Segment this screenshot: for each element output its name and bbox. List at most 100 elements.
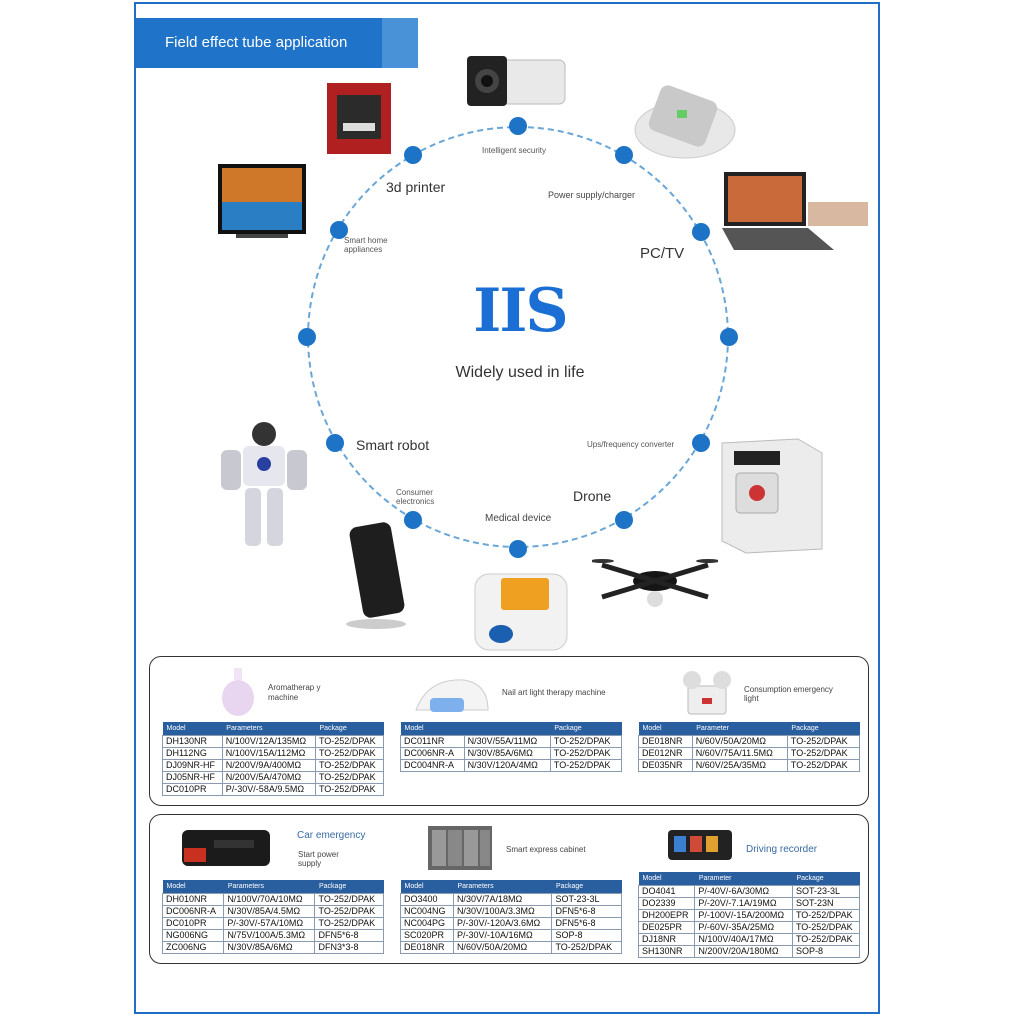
col-param: Parameters [453,880,552,894]
express-cabinet-icon [428,826,492,870]
cell: TO-252/DPAK [549,735,623,748]
page-title: Field effect tube application [165,34,348,51]
cell: SOP-8 [551,929,622,942]
cell: TO-252/DPAK [791,933,861,946]
recorder-label: Driving recorder [746,844,818,855]
cell: SOT-23N [791,897,861,910]
cell: N/30V/85A/4.5MΩ [223,905,316,918]
orbit-dot [404,511,422,529]
col-model: Model [162,880,224,894]
cell: DFN5*6-8 [551,905,622,918]
col-model: Model [400,722,465,736]
blood-pressure-monitor-icon [474,573,568,651]
col-param: Parameters [222,722,316,736]
cell: DE018NR [638,735,693,748]
cell: P/-100V/-15A/200MΩ [694,909,793,922]
cell: TO-252/DPAK [549,759,623,772]
cell: TO-252/DPAK [314,735,385,748]
cell: TO-252/DPAK [314,917,384,930]
emergency-light-label: Consumption emergency light [744,685,833,703]
cell: SOT-23-3L [551,893,622,906]
orbit-dot [692,434,710,452]
cell: DH112NG [162,747,223,760]
cell: TO-252/DPAK [786,747,861,760]
cell: N/60V/25A/35MΩ [691,759,788,772]
tv-icon [218,164,306,238]
cell: N/30V/120A/4MΩ [463,759,551,772]
cell: N/100V/12A/135MΩ [221,735,316,748]
center-subtitle: Widely used in life [455,364,585,381]
col-param [464,722,551,736]
orbit-dot [326,434,344,452]
aroma-label: Aromatherap y machine [268,683,321,702]
orbit-dot [509,117,527,135]
cell: P/-60V/-35A/25MΩ [694,921,793,934]
security-camera-icon [467,56,566,106]
cell: DFN5*6-8 [314,929,384,942]
col-package: Package [787,722,860,736]
cell: N/100V/70A/10MΩ [223,893,316,906]
cell: SOP-8 [791,945,861,958]
col-param: Parameters [223,880,315,894]
cell: P/-30V/-57A/10MΩ [223,917,316,930]
col-param: Parameter [692,722,788,736]
cell: N/30V/85A/6MΩ [463,747,551,760]
cell: N/200V/20A/180MΩ [694,945,793,958]
cell: N/30V/7A/18MΩ [452,893,553,906]
wireless-charger-icon [634,85,736,159]
cell: TO-252/DPAK [549,747,623,760]
cell: P/-30V/-58A/9.5MΩ [221,783,316,796]
orbit-dot [330,221,348,239]
cell: TO-252/DPAK [791,921,861,934]
driving-recorder-icon [668,830,732,860]
cabinet-label: Smart express cabinet [506,845,586,854]
cell: DH010NR [161,893,225,906]
col-param: Parameter [694,872,793,886]
header-banner: Field effect tube application [136,18,418,68]
3d-printer-icon [327,83,391,154]
col-model: Model [162,722,223,736]
orbit-dot [692,223,710,241]
cell: P/-20V/-7.1A/19MΩ [694,897,793,910]
cell: DJ18NR [637,933,696,946]
label-intelligent-security: Intelligent security [482,146,547,155]
cell: TO-252/DPAK [791,909,861,922]
cell: N/100V/15A/112MΩ [221,747,316,760]
cell: N/60V/50A/20MΩ [452,941,553,954]
col-package: Package [550,722,622,736]
cell: DH130NR [162,735,223,748]
col-package: Package [314,880,384,894]
orbit-dot [298,328,316,346]
label-consumer-electronics: Consumer electronics [396,488,435,506]
label-power-supply: Power supply/charger [548,190,636,200]
cell: TO-252/DPAK [786,735,861,748]
col-package: Package [792,872,860,886]
cell: TO-252/DPAK [551,941,622,954]
cell: TO-252/DPAK [314,747,385,760]
cell: DE012NR [638,747,693,760]
cell: P/-30V/-120A/3.6MΩ [452,917,553,930]
cell: SC020PR [400,929,454,942]
col-model: Model [638,872,695,886]
col-model: Model [638,722,693,736]
nail-label: Nail art light therapy machine [502,688,606,697]
cell: N/75V/100A/5.3MΩ [223,929,316,942]
cell: NG006NG [161,929,225,942]
cell: N/30V/100A/3.3MΩ [452,905,553,918]
cell: N/60V/50A/20MΩ [691,735,788,748]
cell: DC010PR [161,917,225,930]
col-model: Model [400,880,454,894]
